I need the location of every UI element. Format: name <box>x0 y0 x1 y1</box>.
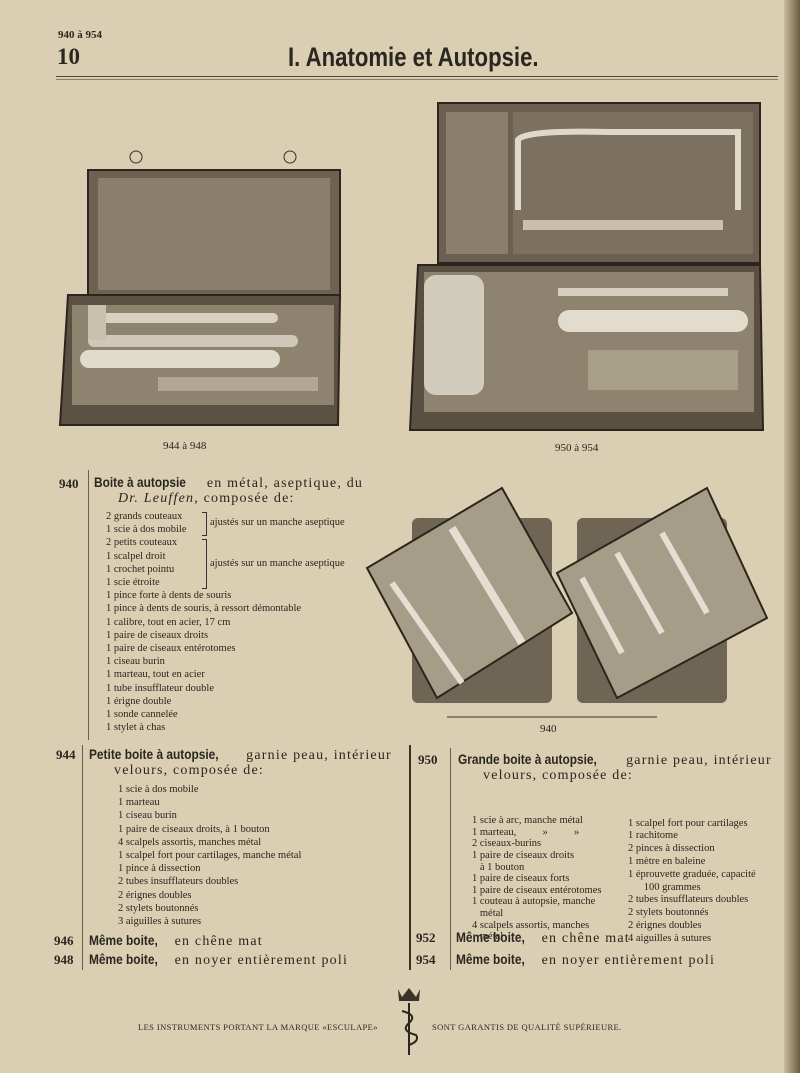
entry-948-heading: Même boite, en noyer entièrement poli <box>89 951 349 968</box>
entry-946-number: 946 <box>54 933 74 948</box>
entry-946-heading: Même boite, en chêne mat <box>89 932 263 949</box>
entry-950-heading: Grande boite à autopsie, garnie peau, in… <box>458 751 772 768</box>
entry-940-number: 940 <box>59 476 79 491</box>
entry-950-heading-2: velours, composée de: <box>483 768 633 783</box>
figure-metal-autopsy-box <box>365 486 769 718</box>
figure-right-caption: 950 à 954 <box>555 442 599 454</box>
esculape-logo-icon <box>398 988 420 1055</box>
entry-954-number: 954 <box>416 952 436 967</box>
column-rule <box>82 745 83 970</box>
group2-note: ajustés sur un manche aseptique <box>210 558 345 569</box>
group1-note: ajustés sur un manche aseptique <box>210 517 345 528</box>
entry-944-heading: Petite boite à autopsie, garnie peau, in… <box>89 746 392 763</box>
page-range: 940 à 954 <box>58 29 102 41</box>
page-number: 10 <box>57 44 80 69</box>
entry-944-heading-2: velours, composée de: <box>114 763 264 778</box>
header-rule-thin <box>56 79 778 80</box>
entry-944-number: 944 <box>56 747 76 762</box>
figure-small-autopsy-box <box>58 150 342 426</box>
column-rule <box>88 470 89 740</box>
brace-1 <box>202 512 207 536</box>
page-edge-shadow <box>784 0 800 1073</box>
footer-left-text: LES INSTRUMENTS PORTANT LA MARQUE «ESCUL… <box>138 1022 378 1032</box>
entry-952-heading: Même boite, en chêne mat <box>456 929 630 946</box>
entry-954-heading: Même boite, en noyer entièrement poli <box>456 951 716 968</box>
column-rule <box>450 748 451 970</box>
entry-950-number: 950 <box>418 752 438 767</box>
page-title: I. Anatomie et Autopsie. <box>288 42 539 72</box>
entry-948-number: 948 <box>54 952 74 967</box>
entry-940-heading-2: Dr. Leuffen, composée de: <box>118 491 295 506</box>
figure-left-caption: 944 à 948 <box>163 440 207 452</box>
header-rule <box>56 76 778 77</box>
brace-2 <box>202 539 207 589</box>
column-divider <box>409 745 411 970</box>
figure-large-autopsy-box <box>408 102 765 431</box>
entry-952-number: 952 <box>416 930 436 945</box>
footer-right-text: SONT GARANTIS DE QUALITÉ SUPÉRIEURE. <box>432 1022 622 1032</box>
entry-940-heading: Boite à autopsie en métal, aseptique, du <box>94 474 364 491</box>
figure-middle-caption: 940 <box>540 723 557 735</box>
